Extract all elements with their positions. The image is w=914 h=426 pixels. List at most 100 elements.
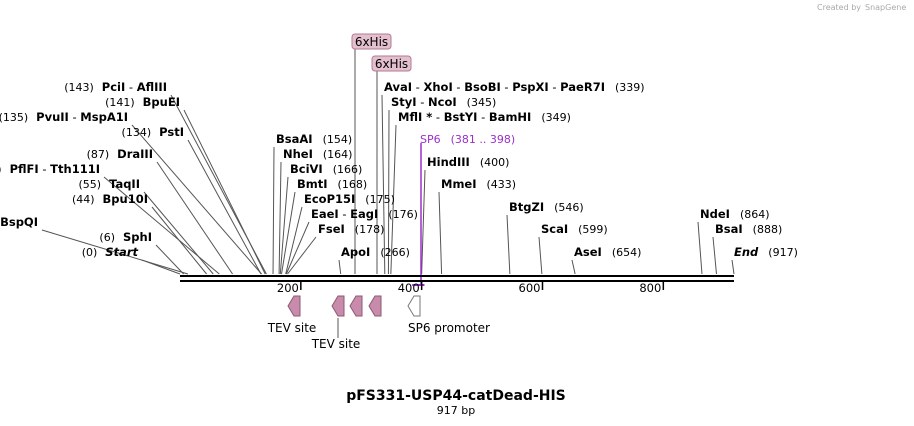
enzyme-connector xyxy=(183,109,266,275)
enzyme-name: BtgZI xyxy=(509,200,544,214)
enzyme-name: ScaI xyxy=(541,222,568,236)
enzyme-site[interactable]: ScaI(599) xyxy=(541,222,608,236)
enzyme-label: EaeI - EagI(176) xyxy=(311,207,418,221)
primer-label: SP6(381 .. 398) xyxy=(420,133,515,146)
credit-brand: SnapGene xyxy=(865,3,906,12)
enzyme-position: (65) xyxy=(0,163,2,176)
enzyme-name: BamHI xyxy=(489,110,531,124)
feature-tev-site[interactable]: TEV site xyxy=(311,295,361,351)
enzyme-label: MflI * - BstYI - BamHI(349) xyxy=(398,110,571,124)
scale-label: 800 xyxy=(639,281,661,295)
enzyme-position: (44) xyxy=(72,193,95,206)
enzyme-connector xyxy=(390,124,397,275)
enzyme-label: (143)PciI - AflIII xyxy=(64,80,167,94)
enzyme-label: BmtI(168) xyxy=(297,177,367,191)
enzyme-connector xyxy=(143,191,214,275)
enzyme-site[interactable]: (134)PstI xyxy=(122,125,184,139)
enzyme-label: BsaI(888) xyxy=(715,222,782,236)
feature-tev-site[interactable]: TEV site xyxy=(267,295,317,335)
enzyme-position: (166) xyxy=(333,163,363,176)
enzyme-site[interactable]: (6)SphI xyxy=(99,230,152,244)
enzyme-site[interactable]: BciVI(166) xyxy=(290,162,362,176)
enzyme-position: (143) xyxy=(64,81,94,94)
enzyme-position: (345) xyxy=(467,96,497,109)
enzyme-site[interactable]: EcoP15I(175) xyxy=(304,192,395,206)
enzyme-site[interactable]: BmtI(168) xyxy=(297,177,367,191)
enzyme-site[interactable]: EaeI - EagI(176) xyxy=(311,207,418,221)
enzyme-connector xyxy=(131,124,262,275)
enzyme-site[interactable]: BtgZI(546) xyxy=(509,200,584,214)
enzyme-position: (864) xyxy=(740,208,770,221)
enzyme-name: EagI xyxy=(350,207,378,221)
enzyme-site[interactable]: (13)EarI - SapI - BspQI xyxy=(0,215,38,229)
enzyme-name: BpuEI xyxy=(143,95,180,109)
scale-label: 400 xyxy=(398,281,420,295)
enzyme-label: (141)BpuEI xyxy=(105,95,180,109)
enzyme-site[interactable]: (135)PvuII - MspA1I xyxy=(0,110,128,124)
enzyme-site[interactable]: (44)Bpu10I xyxy=(72,192,148,206)
enzyme-name: BspQI xyxy=(0,215,38,229)
enzyme-name: HindIII xyxy=(427,155,470,169)
enzyme-label: FseI(178) xyxy=(318,222,384,236)
enzyme-connector xyxy=(279,176,289,275)
enzyme-position: (433) xyxy=(487,178,517,191)
enzyme-name: EaeI xyxy=(311,207,339,221)
length-label: 917 bp xyxy=(437,404,475,417)
enzyme-site[interactable]: MflI * - BstYI - BamHI(349) xyxy=(398,110,571,124)
enzyme-position: (349) xyxy=(541,111,571,124)
enzyme-label: (55)TaqII xyxy=(78,177,140,191)
enzyme-connector xyxy=(41,229,188,275)
feature-arrow[interactable] xyxy=(349,295,363,317)
enzyme-connector xyxy=(156,161,233,275)
enzyme-label: NheI(164) xyxy=(283,147,352,161)
enzyme-label: ApoI(266) xyxy=(341,245,410,259)
enzyme-connector xyxy=(712,236,717,275)
enzyme-site[interactable]: ApoI(266) xyxy=(341,245,410,259)
enzyme-name: AflIII xyxy=(137,80,167,94)
enzyme-position: (339) xyxy=(615,81,645,94)
enzyme-position: (6) xyxy=(99,231,115,244)
enzyme-label: BsaAI(154) xyxy=(276,132,352,146)
feature-sp6-promoter[interactable]: SP6 promoter xyxy=(407,295,490,335)
enzyme-name: MspA1I xyxy=(80,110,128,124)
enzyme-site[interactable]: NdeI (864) xyxy=(700,207,770,221)
enzyme-site[interactable]: (65)PflFI - Tth111I xyxy=(0,162,100,176)
enzyme-name: End xyxy=(734,245,759,259)
enzyme-site[interactable]: (87)DraIII xyxy=(87,147,153,161)
enzyme-connector xyxy=(281,191,296,275)
enzyme-connector xyxy=(141,259,181,275)
enzyme-name: AvaI xyxy=(384,80,412,94)
enzyme-site[interactable]: AvaI - XhoI - BsoBI - PspXI - PaeR7I(339… xyxy=(384,80,645,94)
enzyme-site[interactable]: BsaI(888) xyxy=(715,222,782,236)
enzyme-site[interactable]: (55)TaqII xyxy=(78,177,140,191)
feature-arrow[interactable] xyxy=(368,295,382,317)
map-title: pFS331-USP44-catDead-HIS xyxy=(346,388,566,404)
enzyme-site[interactable]: AseI(654) xyxy=(574,245,641,259)
enzyme-position: (178) xyxy=(355,223,385,236)
primer-sp6[interactable]: SP6(381 .. 398) xyxy=(412,133,515,286)
enzyme-connector xyxy=(285,221,310,275)
enzyme-position: (87) xyxy=(87,148,110,161)
enzyme-site[interactable]: MmeI(433) xyxy=(441,177,516,191)
enzyme-site[interactable]: NheI(164) xyxy=(283,147,352,161)
enzyme-position: (154) xyxy=(323,133,353,146)
enzyme-name: NdeI xyxy=(700,207,730,221)
enzyme-connector xyxy=(697,221,703,275)
enzyme-site[interactable]: HindIII(400) xyxy=(427,155,509,169)
enzyme-site[interactable]: StyI - NcoI(345) xyxy=(391,95,496,109)
his-tag[interactable]: 6xHis xyxy=(371,55,412,72)
his-tag[interactable]: 6xHis xyxy=(351,33,392,50)
enzyme-site[interactable]: BsaAI(154) xyxy=(276,132,352,146)
enzyme-name: PciI xyxy=(102,80,125,94)
enzyme-site[interactable]: End(917) xyxy=(734,245,798,259)
enzyme-site[interactable]: (143)PciI - AflIII xyxy=(64,80,167,94)
enzyme-label: AvaI - XhoI - BsoBI - PspXI - PaeR7I(339… xyxy=(384,80,645,94)
enzyme-label: ScaI(599) xyxy=(541,222,608,236)
enzyme-site[interactable]: (0)Start xyxy=(82,245,139,259)
enzyme-site[interactable]: (141)BpuEI xyxy=(105,95,180,109)
feature-label: TEV site xyxy=(267,321,317,335)
enzyme-connector xyxy=(438,191,443,275)
enzyme-site[interactable]: FseI(178) xyxy=(318,222,384,236)
enzyme-connector xyxy=(506,214,511,275)
enzyme-name: ApoI xyxy=(341,245,370,259)
